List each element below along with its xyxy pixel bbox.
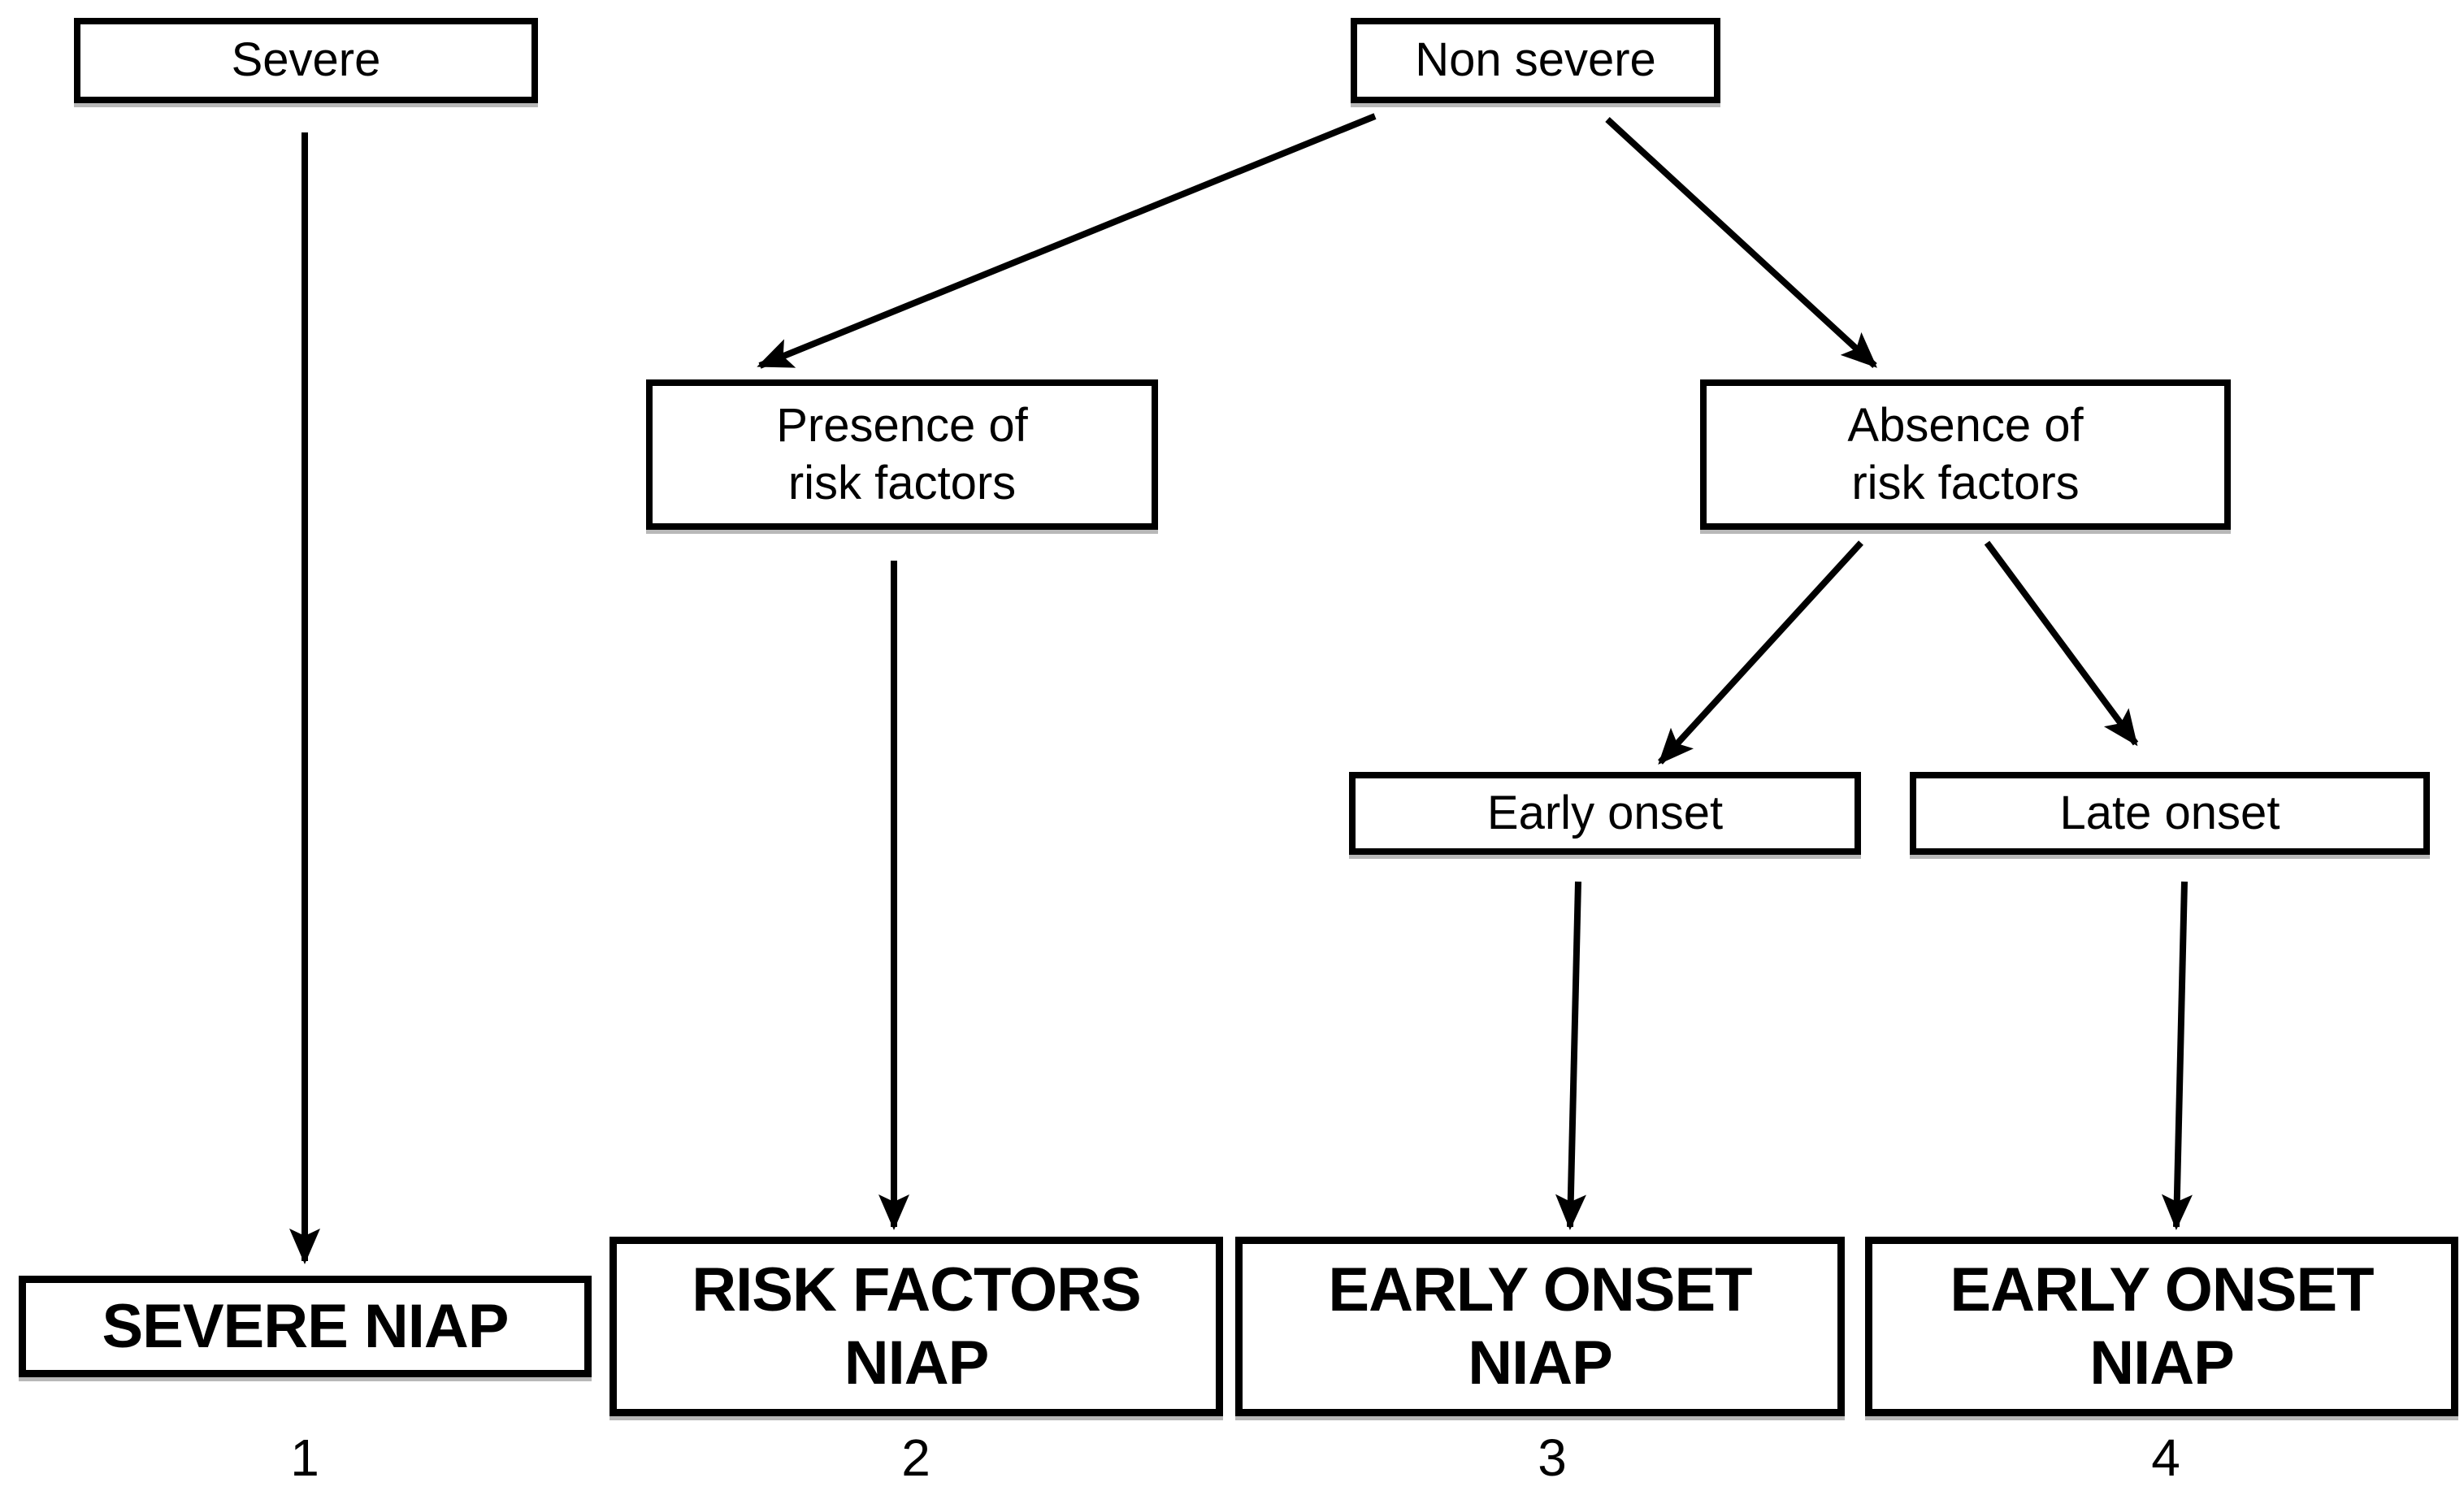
node-non-severe: Non severe <box>1351 18 1720 103</box>
arrow-nonsevere-to-presence <box>757 113 1377 369</box>
node-early-onset: Early onset <box>1349 772 1861 855</box>
node-non-severe-label: Non severe <box>1415 33 1656 87</box>
node-presence-label-line1: Presence of <box>776 398 1028 452</box>
node-absence-label-line1: Absence of <box>1847 398 2084 452</box>
arrow-absence-to-early-onset <box>1658 540 1863 765</box>
node-severe-label: Severe <box>231 33 381 87</box>
node-eo-niap-3-label-line2: NIAP <box>1468 1328 1613 1398</box>
node-eo-niap-4-label-line2: NIAP <box>2089 1328 2235 1398</box>
pathway-number-4: 4 <box>2151 1428 2180 1487</box>
node-severe: Severe <box>74 18 538 103</box>
arrow-absence-to-late-onset <box>1984 540 2139 747</box>
arrow-late-onset-to-eo-niap-4 <box>2161 881 2193 1230</box>
node-eo-niap-3-label-line1: EARLY ONSET <box>1328 1255 1752 1324</box>
node-presence-label-line2: risk factors <box>787 456 1017 509</box>
arrow-early-onset-to-eo-niap-3 <box>1555 881 1586 1230</box>
node-early-onset-niap-4: EARLY ONSET NIAP <box>1865 1237 2458 1416</box>
node-severe-niap-label: SEVERE NIAP <box>102 1291 509 1361</box>
pathway-number-3: 3 <box>1538 1428 1567 1487</box>
node-absence-label-line2: risk factors <box>1851 456 2080 509</box>
node-rf-niap-label-line1: RISK FACTORS <box>692 1255 1141 1324</box>
node-presence-of-risk-factors: Presence of risk factors <box>646 379 1158 530</box>
node-absence-of-risk-factors: Absence of risk factors <box>1700 379 2231 530</box>
node-eo-niap-4-label-line1: EARLY ONSET <box>1950 1255 2374 1324</box>
node-late-onset-label: Late onset <box>2059 786 2280 839</box>
pathway-number-2: 2 <box>901 1428 931 1487</box>
node-early-onset-label: Early onset <box>1486 786 1724 839</box>
node-severe-niap: SEVERE NIAP <box>19 1276 592 1377</box>
node-risk-factors-niap: RISK FACTORS NIAP <box>609 1237 1223 1416</box>
node-rf-niap-label-line2: NIAP <box>844 1328 990 1398</box>
node-late-onset: Late onset <box>1910 772 2430 855</box>
node-early-onset-niap-3: EARLY ONSET NIAP <box>1235 1237 1845 1416</box>
arrow-nonsevere-to-absence <box>1605 117 1877 368</box>
pathway-number-1: 1 <box>290 1428 319 1487</box>
